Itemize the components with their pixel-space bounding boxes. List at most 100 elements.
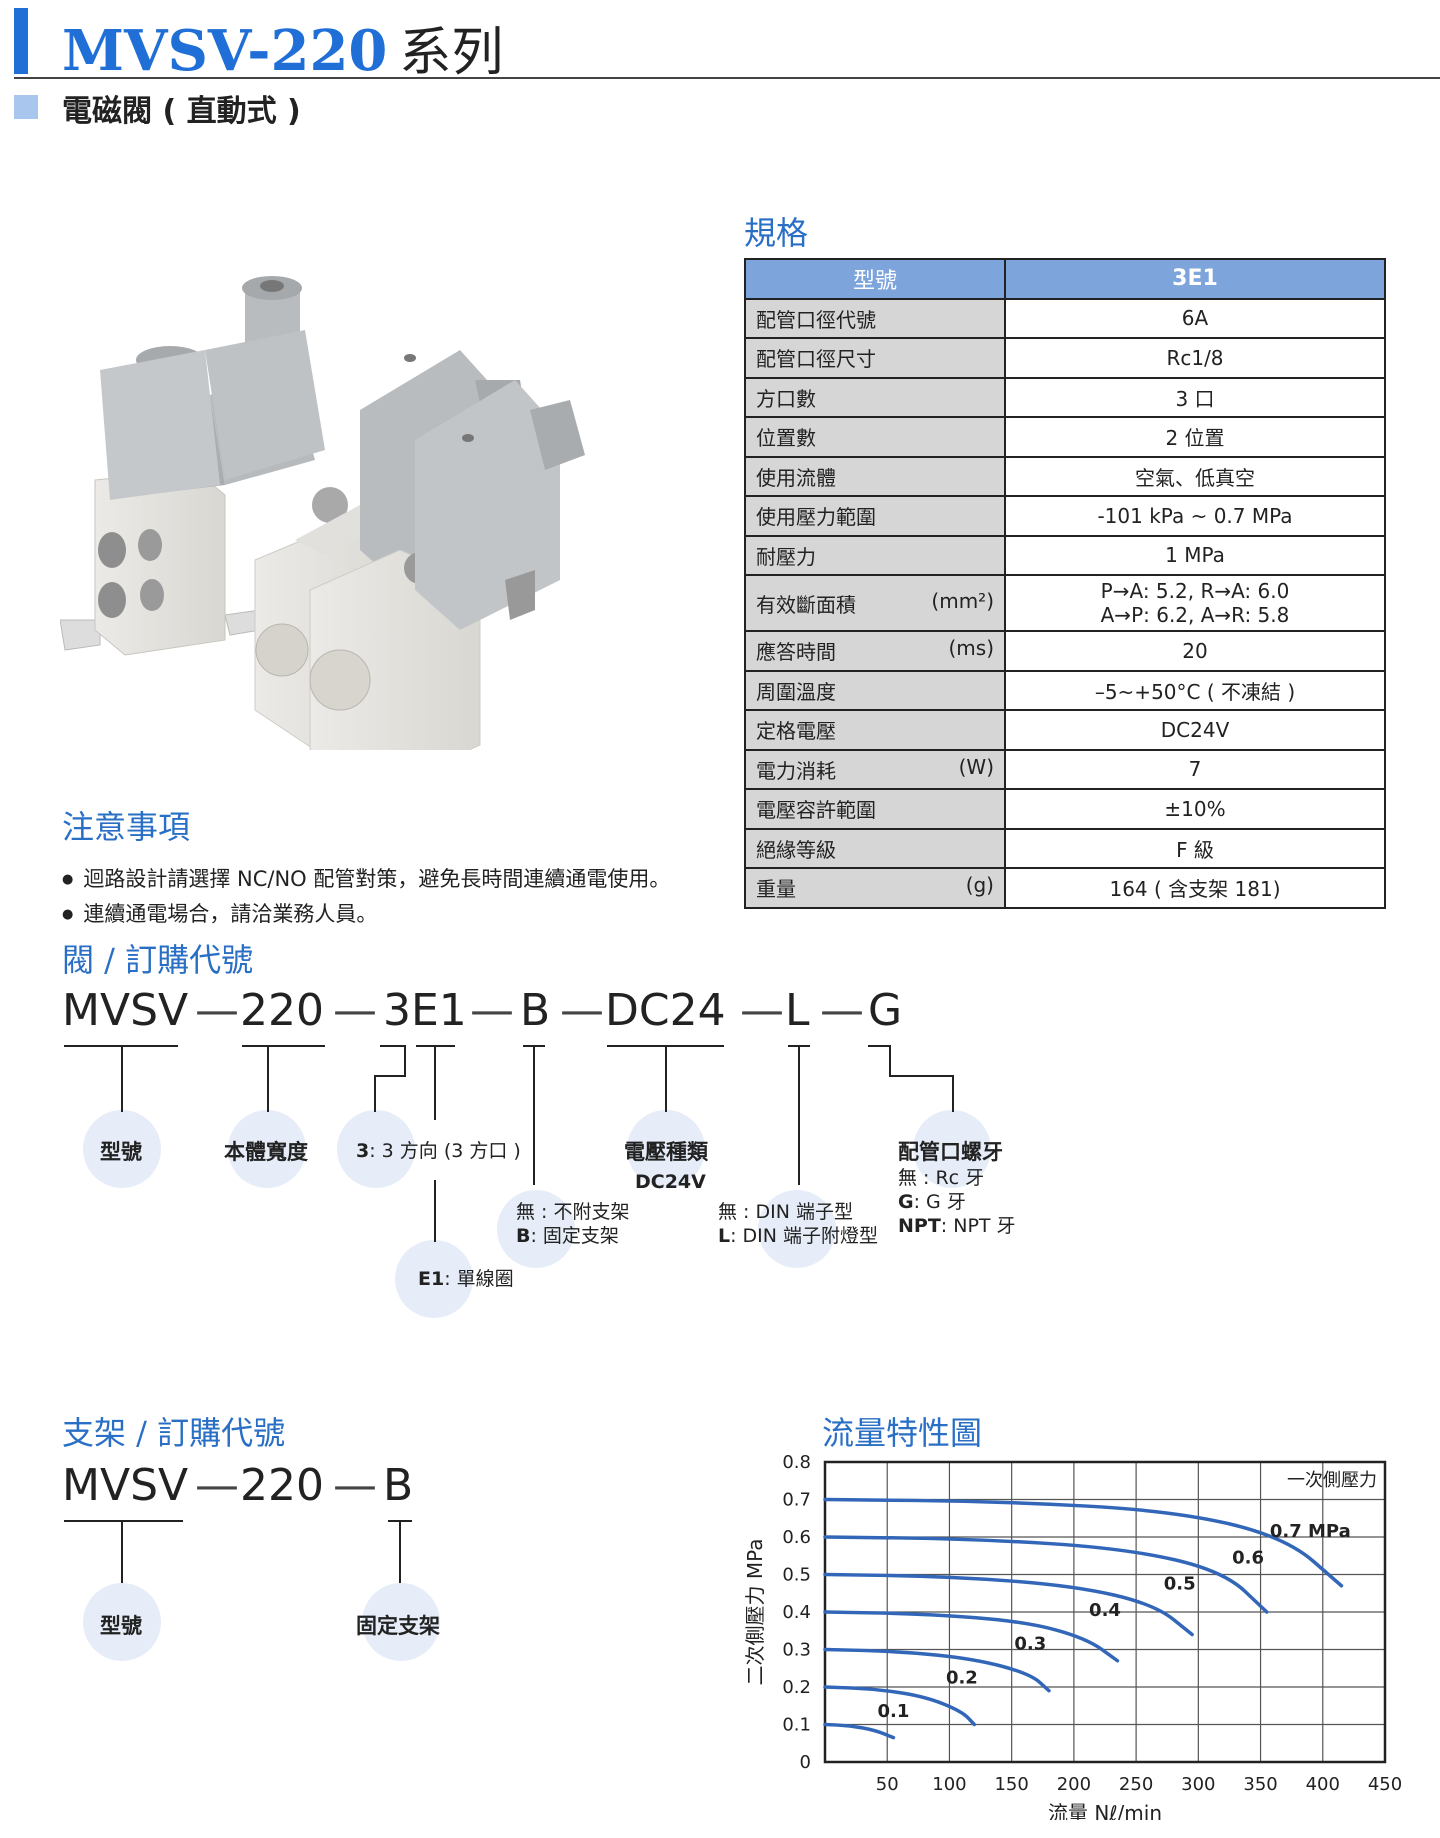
spec-title: 規格 [744,214,809,252]
x-tick-label: 150 [994,1774,1028,1795]
label-voltage: 電壓種類 [624,1140,708,1164]
valve-order-title: 閥 / 訂購代號 [62,941,254,979]
spec-row: 電壓容許範圍±10% [744,788,1386,830]
x-tick-label: 300 [1181,1774,1215,1795]
label-thread: 配管口螺牙 [898,1140,1003,1164]
title-suffix: 系列 [399,23,504,83]
spec-row: 重量(g)164 ( 含支架 181) [744,867,1386,909]
label-bubble [83,1583,161,1661]
series-line-0.1 [823,1722,896,1740]
code-dash: — [820,985,864,1036]
x-tick-label: 50 [876,1774,899,1795]
x-tick-label: 400 [1306,1774,1340,1795]
spec-row: 電力消耗(W)7 [744,748,1386,790]
note-item: 連續通電場合，請洽業務人員。 [62,897,670,932]
curve-label: 0.6 [1232,1547,1264,1568]
y-tick-label: 0 [800,1752,811,1773]
header-accent-bar [14,8,28,74]
valve-code-g: G [868,985,903,1036]
bracket-label-model: 型號 [100,1614,142,1638]
bracket-order-title: 支架 / 訂購代號 [62,1414,286,1452]
y-tick-label: 0.1 [782,1715,811,1736]
code-connector-lines [64,1045,954,1242]
valve-right-illustration [254,350,585,750]
bracket-connector-lines [64,1520,412,1585]
header-divider [14,77,1440,79]
x-tick-label: 450 [1368,1774,1402,1795]
series-line-0.2 [823,1685,977,1727]
x-tick-label: 250 [1119,1774,1153,1795]
valve-code-220: 220 [240,985,324,1036]
series-line-0.4 [823,1610,1120,1663]
x-tick-label: 200 [1057,1774,1091,1795]
notes-list: 迴路設計請選擇 NC/NO 配管對策，避免長時間連續通電使用。 連續通電場合，請… [62,862,670,932]
chart-curves [823,1497,1344,1740]
label-ports: 3: 3 方向 (3 方口 ) [356,1140,521,1162]
label-thread-options: 無 : Rc 牙 G: G 牙 NPT: NPT 牙 [898,1167,1016,1237]
label-coil: E1: 單線圈 [418,1268,514,1290]
code-dash: — [740,985,784,1036]
label-bubble [627,1110,705,1188]
flow-chart-title: 流量特性圖 [822,1414,983,1452]
product-photo [60,276,585,750]
curve-label: 0.7 MPa [1270,1521,1351,1542]
bracket-code-mvsv: MVSV [62,1460,189,1511]
label-body-width: 本體寬度 [224,1140,308,1164]
valve-code-mvsv: MVSV [62,985,189,1036]
page-subtitle: 電磁閥 ( 直動式 ) [62,94,301,129]
label-bubble [395,1240,473,1318]
chart-point-labels: 0.1 0.2 0.3 0.4 0.5 0.6 0.7 MPa [877,1521,1350,1722]
bracket-label-fixed: 固定支架 [356,1614,440,1638]
curve-label: 0.3 [1014,1634,1046,1655]
y-tick-label: 0.6 [782,1527,811,1548]
code-dash: — [560,985,604,1036]
label-terminal: 無 : DIN 端子型 L: DIN 端子附燈型 [718,1201,879,1247]
label-bubble [83,1110,161,1188]
curve-label: 0.5 [1164,1574,1196,1595]
valve-code-dc24: DC24 [605,985,726,1036]
label-bubble [228,1110,306,1188]
curve-label: 0.2 [946,1667,978,1688]
spec-row: 使用流體空氣、低真空 [744,455,1386,497]
label-voltage-value: DC24V [635,1171,706,1193]
series-line-0.5 [823,1572,1194,1637]
valve-code-l: L [785,985,810,1036]
chart-y-label: 二次側壓力 MPa [743,1538,767,1685]
y-tick-label: 0.5 [782,1565,811,1586]
y-tick-label: 0.7 [782,1490,811,1511]
label-bubble [758,1190,836,1268]
series-line-0.7 [823,1497,1344,1588]
label-bracket: 無 : 不附支架 B: 固定支架 [516,1201,630,1247]
series-line-0.3 [823,1647,1051,1693]
curve-label: 0.1 [877,1701,909,1722]
code-dash: — [333,985,377,1036]
valve-left-illustration [60,276,325,656]
y-tick-label: 0.4 [782,1602,811,1623]
valve-code-b: B [520,985,551,1036]
spec-header-value: 3E1 [1004,258,1386,300]
title-model: MVSV-220 [62,18,388,84]
code-dash: — [195,985,239,1036]
spec-header-row: 型號 3E1 [744,258,1386,300]
curve-label: 0.4 [1089,1600,1121,1621]
valve-code-3e1: 3E1 [383,985,467,1036]
spec-row: 應答時間(ms)20 [744,630,1386,672]
code-dash: — [470,985,514,1036]
code-dash: — [195,1460,239,1511]
y-tick-label: 0.3 [782,1640,811,1661]
bracket-code-220: 220 [240,1460,324,1511]
series-line-0.6 [823,1535,1269,1614]
spec-row: 使用壓力範圍-101 kPa ~ 0.7 MPa [744,495,1386,537]
spec-header-label: 型號 [744,258,1006,300]
y-tick-label: 0.2 [782,1677,811,1698]
